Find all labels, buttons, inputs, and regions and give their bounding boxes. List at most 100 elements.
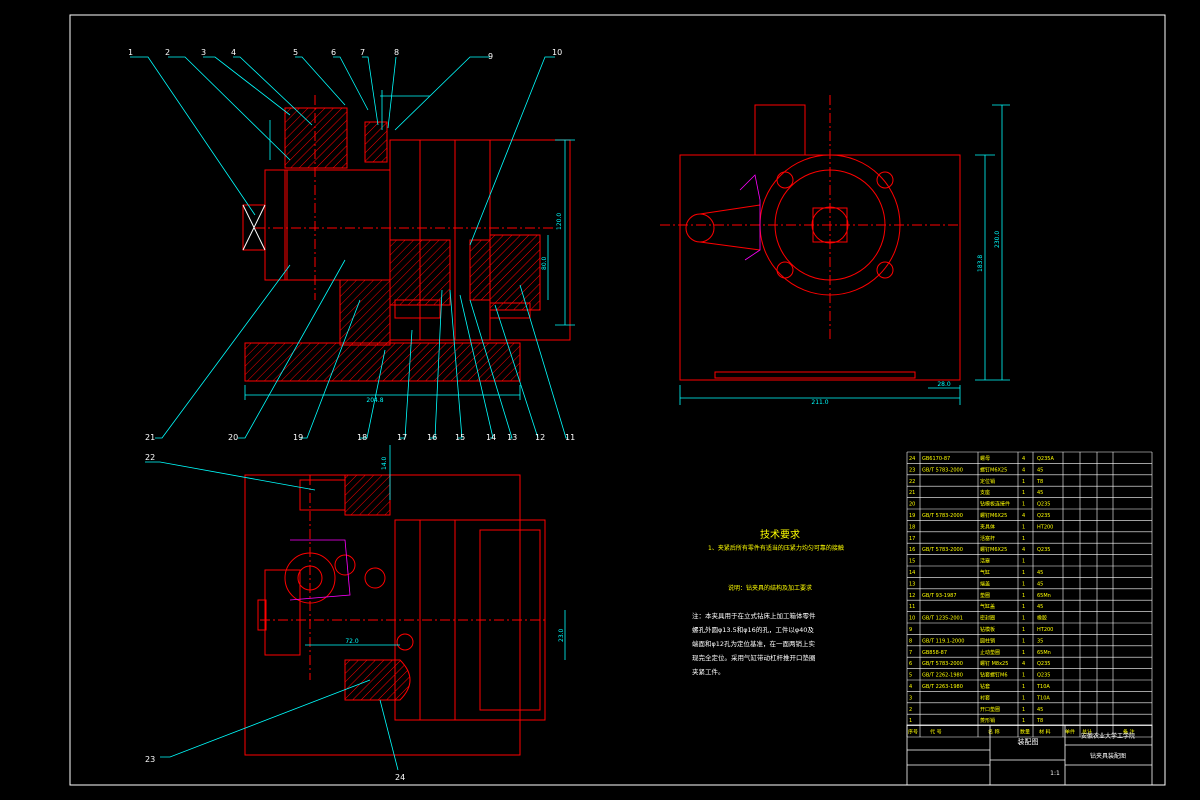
leaders-plan (145, 461, 399, 771)
callout-15: 15 (455, 433, 465, 442)
bom-row-qty: 1 (1022, 707, 1025, 713)
bom-row-code: GB/T 5783-2000 (922, 467, 963, 473)
bom-row-material: Q235 (1037, 502, 1050, 508)
bom-row-no: 14 (909, 570, 915, 576)
bom-row-qty: 4 (1022, 467, 1025, 473)
dim-side-width: 204.8 (366, 397, 383, 404)
bom-header-single: 单件 (1065, 729, 1075, 736)
bom-row-no: 6 (909, 661, 912, 667)
note-line-5: 夹紧工件。 (692, 667, 725, 676)
bom-row-material: 65Mn (1037, 593, 1051, 599)
bom-row-no: 18 (909, 524, 915, 530)
bom-header-total: 总计 (1082, 729, 1092, 736)
bom-row-material: Q235 (1037, 661, 1050, 667)
bom-row-no: 5 (909, 673, 912, 679)
bom-row-no: 4 (909, 684, 912, 690)
note-line-3: 端面和φ12孔为定位基准，在一面两销上实 (692, 639, 816, 648)
bom-row-name: 定位销 (980, 478, 995, 485)
bom-row-material: 45 (1037, 467, 1043, 473)
plan-view (660, 95, 961, 381)
bom-row-material: Q235 (1037, 547, 1050, 553)
bom-row-name: 气缸 (980, 569, 990, 576)
bom-header-no: 序号 (908, 729, 918, 736)
bom-row-name: 开口垫圈 (980, 706, 1000, 713)
tech-requirements-item: 1、夹紧后所有零件有适当的压紧力均匀可靠的接触 (708, 544, 844, 552)
bom-row-no: 22 (909, 479, 915, 485)
callout-17: 17 (397, 433, 407, 442)
bom-row-qty: 1 (1022, 524, 1025, 530)
bom-row-qty: 1 (1022, 650, 1025, 656)
dim-plan-height: 183.8 (977, 255, 984, 272)
bom-row-qty: 1 (1022, 695, 1025, 701)
bom-row-name: 活塞 (980, 558, 990, 565)
bom-row-no: 1 (909, 718, 912, 724)
dim-plan-width: 211.0 (811, 399, 828, 406)
note-line-2: 螺孔外圆φ13.5和φ16的孔，工件以φ40及 (692, 625, 814, 634)
note-block: 注：本夹具用于在立式钻床上加工箱体零件 螺孔外圆φ13.5和φ16的孔，工件以φ… (692, 611, 816, 676)
bom-row-name: 圆柱销 (980, 637, 995, 644)
bom-row-qty: 1 (1022, 581, 1025, 587)
callout-7: 7 (360, 48, 365, 57)
bom-row-no: 24 (909, 456, 915, 462)
bom-row-no: 20 (909, 502, 915, 508)
bom-row-qty: 4 (1022, 456, 1025, 462)
bom-row-no: 9 (909, 627, 912, 633)
dim-bottom-v: 23.0 (558, 628, 565, 642)
callout-20: 20 (228, 433, 238, 442)
bottom-dimensions (305, 445, 566, 660)
bom-row-no: 23 (909, 467, 915, 473)
bom-row-code: GB/T 5783-2000 (922, 661, 963, 667)
title-fixture-name: 钻夹具装配图 (1090, 752, 1126, 760)
bom-header-remark: 备 注 (1123, 729, 1135, 736)
bom-row-material: T10A (1036, 695, 1050, 701)
callout-13: 13 (507, 433, 517, 442)
bom-row-no: 13 (909, 581, 915, 587)
bom-header-material: 材 料 (1039, 729, 1051, 736)
tech-requirements-title: 技术要求 (760, 528, 800, 541)
dim-side-height: 120.0 (556, 213, 563, 230)
bom-row-code: GB/T 5783-2000 (922, 513, 963, 519)
bom-row-name: 螺钉M6X25 (980, 546, 1007, 553)
callout-labels-bottom: 21 20 19 18 17 16 15 14 13 12 11 (145, 433, 575, 442)
bom-row-code: GB/T 93-1987 (922, 593, 957, 599)
callout-23: 23 (145, 755, 155, 764)
callout-3: 3 (201, 48, 206, 57)
bom-row-no: 12 (909, 593, 915, 599)
bottom-view (244, 474, 546, 756)
callout-19: 19 (293, 433, 303, 442)
callout-12: 12 (535, 433, 545, 442)
callout-22: 22 (145, 453, 155, 462)
bom-row-qty: 1 (1022, 502, 1025, 508)
bom-row-name: 夹具体 (980, 523, 995, 530)
callout-11: 11 (565, 433, 575, 442)
bom-row-no: 11 (909, 604, 915, 610)
bom-row-name: 螺钉M6X25 (980, 512, 1007, 519)
bom-row-qty: 1 (1022, 638, 1025, 644)
bom-row-name: 螺母 (980, 455, 990, 462)
dim-plan-h2: 230.0 (994, 231, 1001, 248)
bom-row-qty: 1 (1022, 559, 1025, 565)
title-drawing-name: 装配图 (1018, 737, 1039, 746)
bom-row-no: 21 (909, 490, 915, 496)
bom-row-qty: 4 (1022, 547, 1025, 553)
bom-row-material: T8 (1036, 718, 1043, 724)
dim-plan-offset: 28.0 (937, 381, 951, 388)
bom-row-name: 密封圈 (980, 615, 995, 622)
bom-row-material: T10A (1036, 684, 1050, 690)
bom-row-material: Q235A (1037, 456, 1054, 462)
callout-2: 2 (165, 48, 170, 57)
callout-5: 5 (293, 48, 298, 57)
bom-row-name: 菱形销 (980, 717, 995, 724)
callout-9: 9 (488, 52, 493, 61)
bom-row-no: 7 (909, 650, 912, 656)
bom-row-material: HT200 (1037, 524, 1053, 530)
bom-row-name: 支座 (980, 489, 990, 496)
bom-row-qty: 1 (1022, 479, 1025, 485)
bom-row-material: Q235 (1037, 513, 1050, 519)
callout-6: 6 (331, 48, 336, 57)
callout-labels-top: 1 2 3 4 5 6 7 8 9 10 (128, 48, 562, 61)
bom-row-name: 螺钉 M8x25 (980, 660, 1008, 667)
bom-row-no: 19 (909, 513, 915, 519)
